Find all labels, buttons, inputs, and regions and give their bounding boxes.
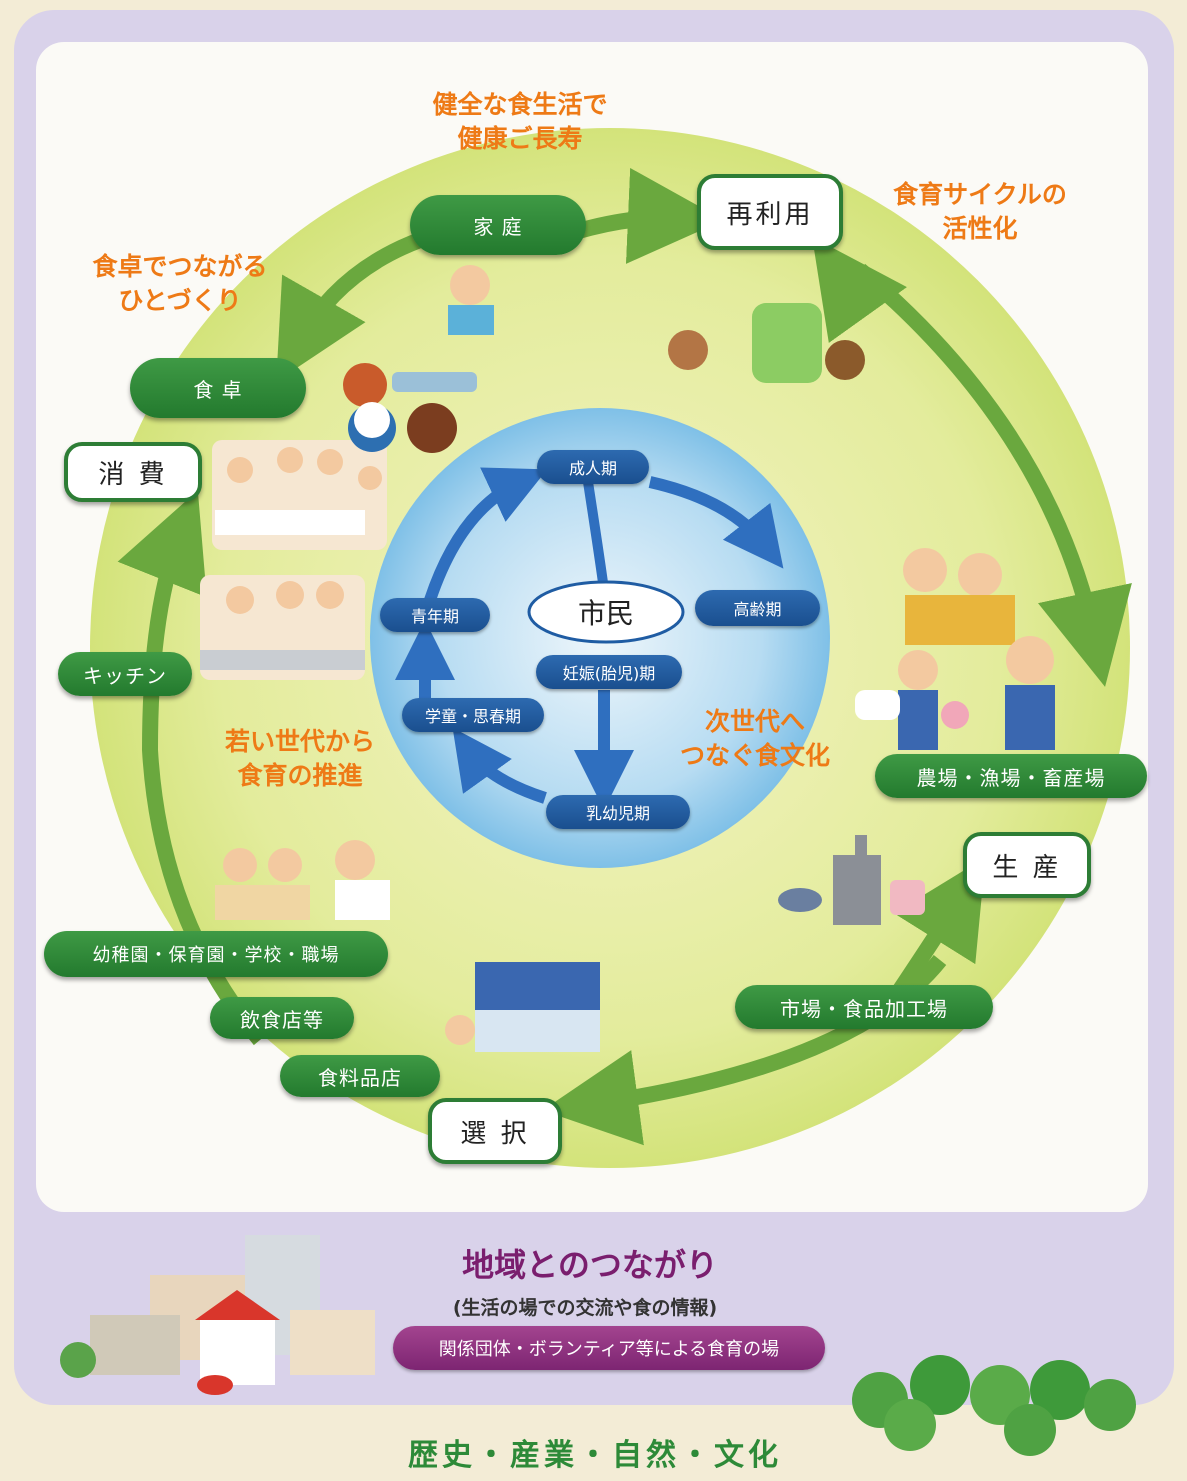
arrow-youth-adult (424, 467, 548, 602)
family-dining-illustration (212, 440, 387, 550)
footer-themes: 歴史・産業・自然・文化 (408, 1438, 782, 1473)
arrow-market-seisan (893, 857, 986, 995)
stage-youth: 青年期 (380, 598, 490, 632)
heading-next-line1: 次世代へ (704, 707, 805, 736)
place-grocery: 食料品店 (280, 1055, 440, 1097)
heading-healthy-life: 健全な食生活で 健康ご長寿 (400, 88, 640, 156)
place-farm: 農場・漁場・畜産場 (875, 754, 1147, 798)
houses-illustration (60, 1235, 375, 1395)
heading-cycle-line1: 食育サイクルの (893, 180, 1067, 209)
heading-table-people: 食卓でつながる ひとづくり (55, 250, 305, 318)
arrow-infant-school (452, 727, 547, 804)
arrow-katei-saiyou (572, 167, 724, 264)
community-pill: 関係団体・ボランティア等による食育の場 (393, 1326, 825, 1370)
meal-illustration (343, 363, 477, 453)
heading-table-line1: 食卓でつながる (92, 252, 268, 281)
farmers-illustration (855, 548, 1055, 750)
node-production: 生 産 (963, 832, 1091, 898)
heading-table-line2: ひとづくり (118, 286, 242, 315)
heading-cycle-line2: 活性化 (942, 214, 1018, 243)
place-restaurants: 飲食店等 (210, 997, 354, 1039)
node-consumption: 消 費 (64, 442, 202, 502)
heading-cycle: 食育サイクルの 活性化 (865, 178, 1095, 246)
stage-infant: 乳幼児期 (546, 795, 690, 829)
citizen-label: 市民 (577, 597, 634, 630)
arrow-katei-shokutaku (276, 232, 423, 382)
heading-young-line1: 若い世代から (224, 727, 375, 756)
heading-healthy-line1: 健全な食生活で (432, 90, 608, 119)
place-schools: 幼稚園・保育園・学校・職場 (44, 931, 388, 977)
arrow-adult-elderly (648, 476, 784, 569)
node-reuse: 再利用 (697, 174, 843, 250)
trees-illustration (852, 1355, 1136, 1456)
stage-pregnancy: 妊娠(胎児)期 (536, 655, 682, 689)
fish-shop-illustration (445, 962, 600, 1052)
heading-next-generation: 次世代へ つなぐ食文化 (655, 705, 855, 773)
compost-illustration (668, 303, 865, 383)
arrow-saiyou-farm (854, 263, 1132, 687)
woman-illustration (448, 265, 494, 335)
factory-illustration (778, 835, 925, 925)
community-title: 地域とのつながり (462, 1246, 718, 1284)
citizen-ellipse (527, 580, 685, 644)
place-dining-table: 食 卓 (130, 358, 306, 418)
stage-elderly: 高齢期 (695, 590, 820, 626)
arrow-saiyou-back (812, 236, 907, 343)
place-kitchen: キッチン (58, 652, 192, 696)
heading-young-line2: 食育の推進 (237, 761, 363, 790)
stage-school: 学童・思春期 (402, 698, 544, 732)
place-market: 市場・食品加工場 (735, 985, 993, 1029)
heading-young-generation: 若い世代から 食育の推進 (195, 725, 405, 793)
family-cooking-illustration (200, 575, 365, 680)
school-lunch-illustration (215, 840, 390, 920)
stage-adult: 成人期 (537, 450, 649, 484)
heading-healthy-line2: 健康ご長寿 (457, 124, 583, 153)
heading-next-line2: つなぐ食文化 (679, 741, 830, 770)
node-choice: 選 択 (428, 1098, 562, 1164)
place-home: 家 庭 (410, 195, 586, 255)
community-subtitle: (生活の場での交流や食の情報) (452, 1297, 718, 1319)
